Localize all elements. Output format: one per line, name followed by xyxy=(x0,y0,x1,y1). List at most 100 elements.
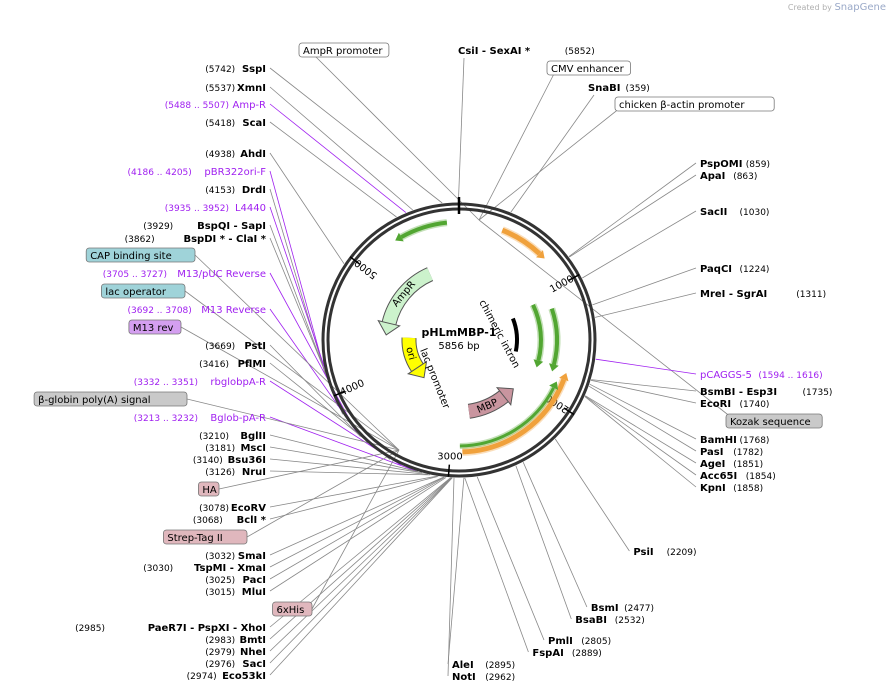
site-label: PaeR7I - PspXI - XhoI(2985) xyxy=(75,623,266,634)
snapgene-logo: SnapGene xyxy=(834,2,886,13)
leader-line xyxy=(476,476,545,641)
label-name: SacII xyxy=(700,207,727,218)
label-position: (4938) xyxy=(205,150,235,160)
label-position: (3862) xyxy=(125,235,155,245)
label-name: Amp-R xyxy=(233,100,267,111)
feature-arrowhead xyxy=(549,363,559,372)
site-label: BsmBI - Esp3I(1735) xyxy=(700,387,832,398)
label-position: (2477) xyxy=(624,604,654,614)
lac-promoter-label: lac promoter xyxy=(417,347,452,411)
label-box xyxy=(85,247,196,263)
label-name: PflMI xyxy=(238,359,266,370)
site-label: XmnI(5537) xyxy=(205,83,266,94)
label-name: pCAGGS-5 xyxy=(700,370,752,381)
leader-line xyxy=(447,477,465,665)
leader-line xyxy=(269,67,443,204)
site-label: EcoRI(1740) xyxy=(700,399,769,410)
feature-box-label: CMV enhancer xyxy=(546,60,631,76)
site-label: Eco53kI (2974) xyxy=(187,671,266,682)
label-name: NruI xyxy=(242,467,266,478)
feature-arc xyxy=(549,307,560,366)
leader-line xyxy=(184,290,400,451)
feature-arc xyxy=(462,378,567,455)
site-label: Bsu36I(3140) xyxy=(193,455,266,466)
label-name: AgeI xyxy=(700,459,725,470)
label-position: (3692 .. 3708) xyxy=(128,306,192,316)
label-position: (3126) xyxy=(205,468,235,478)
site-label: MscI(3181) xyxy=(205,443,266,454)
label-name: EcoRV xyxy=(231,503,266,514)
primer-label: M13/pUC Reverse(3705 .. 3727) xyxy=(103,269,266,280)
label-name: SnaBI xyxy=(588,83,620,94)
leader-line xyxy=(246,449,400,538)
label-position: (1782) xyxy=(733,448,763,458)
leader-line xyxy=(554,438,630,552)
label-name: NheI xyxy=(240,647,266,658)
label-box xyxy=(101,283,186,299)
leader-line xyxy=(269,446,423,474)
label-position: (2209) xyxy=(667,548,697,558)
label-position: (2974) xyxy=(187,672,217,682)
label-box xyxy=(162,529,248,545)
label-position: (5742) xyxy=(205,65,235,75)
feature-box-label: CAP binding site xyxy=(85,247,196,263)
site-label: BsmI(2477) xyxy=(591,603,654,614)
site-labels: SspI(5742)XmnI(5537)Amp-R(5488 .. 5507)S… xyxy=(33,42,832,683)
site-label: AgeI(1851) xyxy=(700,459,763,470)
leader-line xyxy=(447,477,455,677)
label-position: (5418) xyxy=(205,119,235,129)
label-box xyxy=(546,60,631,76)
label-name: Acc65I xyxy=(700,471,737,482)
label-name: BspQI - SapI xyxy=(197,221,266,232)
site-label: PasI(1782) xyxy=(700,447,763,458)
label-name: PacI xyxy=(243,575,266,586)
label-name: Eco53kI xyxy=(222,671,266,682)
label-box-text: Kozak sequence xyxy=(730,417,811,428)
label-name: PsiI xyxy=(633,547,653,558)
leader-line xyxy=(269,86,413,211)
leader-line xyxy=(218,449,400,490)
label-box xyxy=(298,42,390,58)
label-position: (3181) xyxy=(205,444,235,454)
leader-line xyxy=(308,49,480,221)
label-name: pBR322ori-F xyxy=(204,167,266,178)
leader-line xyxy=(269,475,437,508)
leader-line xyxy=(269,272,358,433)
label-box xyxy=(614,96,775,112)
label-position: (3015) xyxy=(205,588,235,598)
site-label: NruI (3126) xyxy=(205,467,266,478)
leader-line xyxy=(590,379,697,404)
label-name: ApaI xyxy=(700,171,725,182)
label-position: (1740) xyxy=(740,400,770,410)
label-name: PaeR7I - PspXI - XhoI xyxy=(148,623,266,634)
label-position: (1594 .. 1616) xyxy=(758,371,822,381)
label-position: (3935 .. 3952) xyxy=(165,204,229,214)
site-label: PsiI (2209) xyxy=(633,547,696,558)
label-position: (1768) xyxy=(740,436,770,446)
label-name: BmtI xyxy=(239,635,266,646)
feature-body xyxy=(382,268,433,325)
label-position: (5488 .. 5507) xyxy=(165,101,229,111)
label-name: MreI - SgrAI xyxy=(700,289,767,300)
leader-line xyxy=(569,174,697,258)
site-label: PflMI(3416) xyxy=(199,359,266,370)
ruler-tick xyxy=(568,273,580,281)
feature-box-label: Strep-Tag II xyxy=(162,529,248,545)
label-name: SacI xyxy=(242,659,266,670)
primer-label: M13 Reverse(3692 .. 3708) xyxy=(128,305,266,316)
site-label: BsaBI(2532) xyxy=(575,615,644,626)
label-name: FspAI xyxy=(532,648,563,659)
label-name: DrdI xyxy=(242,185,266,196)
ruler-tick xyxy=(349,256,361,265)
primer-label: rbglobpA-R(3332 .. 3351) xyxy=(134,377,266,388)
label-name: Bglob-pA-R xyxy=(210,413,266,424)
site-label: PmlI(2805) xyxy=(548,636,611,647)
site-label: BclI *(3068) xyxy=(193,515,267,526)
label-box-text: CAP binding site xyxy=(90,251,172,262)
leader-line xyxy=(269,470,430,476)
label-position: (3929) xyxy=(143,222,173,232)
leader-line xyxy=(269,416,418,472)
site-label: FspAI(2889) xyxy=(532,648,601,659)
label-name: PstI xyxy=(244,341,266,352)
credit-prefix: Created by xyxy=(787,3,832,12)
